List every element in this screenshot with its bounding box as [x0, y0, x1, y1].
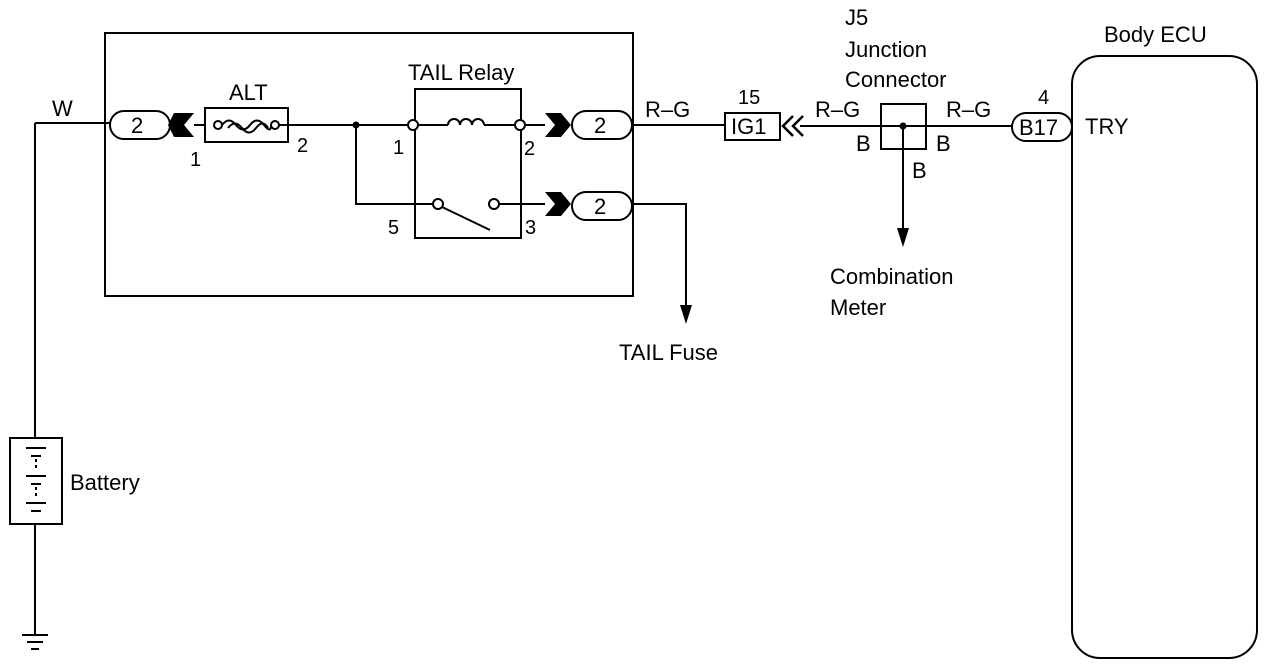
- connector-relay-bottom-arrow-icon: [545, 192, 571, 216]
- connector-b17-label: B17: [1019, 115, 1058, 140]
- wire-to-tail-fuse: [632, 203, 687, 305]
- relay-switch-contact-5: [432, 198, 444, 210]
- label-combination-line2: Meter: [830, 295, 886, 320]
- label-tail-relay: TAIL Relay: [408, 60, 514, 85]
- label-wire-rg-2: R–G: [815, 97, 860, 122]
- connector-relay-out-top-label: 2: [594, 113, 606, 138]
- connector-relay-out-bottom: [571, 191, 633, 221]
- connector-ig1-chevron-icon-2: [791, 115, 804, 137]
- relay-terminal-1: [407, 119, 419, 131]
- fuse-icon-link: [227, 122, 269, 134]
- label-alt: ALT: [229, 80, 268, 105]
- arrow-down-icon: [897, 228, 909, 247]
- pin-b17: 4: [1038, 87, 1049, 109]
- pin-relay-1: 1: [393, 137, 404, 159]
- connector-ig1-chevron-icon: [781, 115, 794, 137]
- switch-icon: [441, 206, 491, 231]
- label-j5-id: J5: [845, 5, 868, 30]
- connector-ig1-label: IG1: [731, 114, 766, 139]
- arrow-down-icon: [680, 305, 692, 324]
- connector-ig1: [724, 112, 781, 141]
- pin-relay-3: 3: [525, 217, 536, 239]
- connector-relay-out-bottom-label: 2: [594, 194, 606, 219]
- alt-terminal-left: [213, 120, 223, 130]
- pin-alt-in: 1: [190, 149, 201, 171]
- relay-terminal-2: [514, 119, 526, 131]
- label-j5-line2: Connector: [845, 67, 947, 92]
- label-j5-line1: Junction: [845, 37, 927, 62]
- battery-icon: [26, 447, 46, 512]
- pin-ig1: 15: [738, 87, 760, 109]
- label-j5-right-b: B: [936, 131, 951, 156]
- alt-terminal-right: [270, 120, 280, 130]
- label-body-ecu: Body ECU: [1104, 22, 1207, 47]
- label-wire-w: W: [52, 96, 73, 121]
- label-combination-line1: Combination: [830, 264, 954, 289]
- pin-relay-5: 5: [388, 217, 399, 239]
- label-wire-rg-1: R–G: [645, 97, 690, 122]
- connector-left-arrow-icon: [168, 113, 194, 137]
- label-wire-rg-3: R–G: [946, 97, 991, 122]
- label-j5-left-b: B: [856, 131, 871, 156]
- connector-relay-top-arrow-icon: [545, 113, 571, 137]
- relay-switch-contact-3: [488, 198, 500, 210]
- body-ecu: [1071, 55, 1258, 659]
- connector-left-label: 2: [131, 113, 143, 138]
- label-j5-down-b: B: [912, 158, 927, 183]
- label-tail-fuse: TAIL Fuse: [619, 340, 718, 365]
- ground-icon: [22, 634, 48, 650]
- pin-alt-out: 2: [297, 135, 308, 157]
- tail-relay-body: [414, 88, 522, 239]
- relay-block-outline: [104, 32, 634, 297]
- coil-icon: [447, 118, 485, 126]
- fuse-icon: [221, 119, 272, 131]
- wire-to-relay-pin5: [355, 125, 433, 205]
- pin-relay-2: 2: [524, 138, 535, 160]
- label-battery: Battery: [70, 470, 140, 495]
- label-try: TRY: [1085, 114, 1129, 139]
